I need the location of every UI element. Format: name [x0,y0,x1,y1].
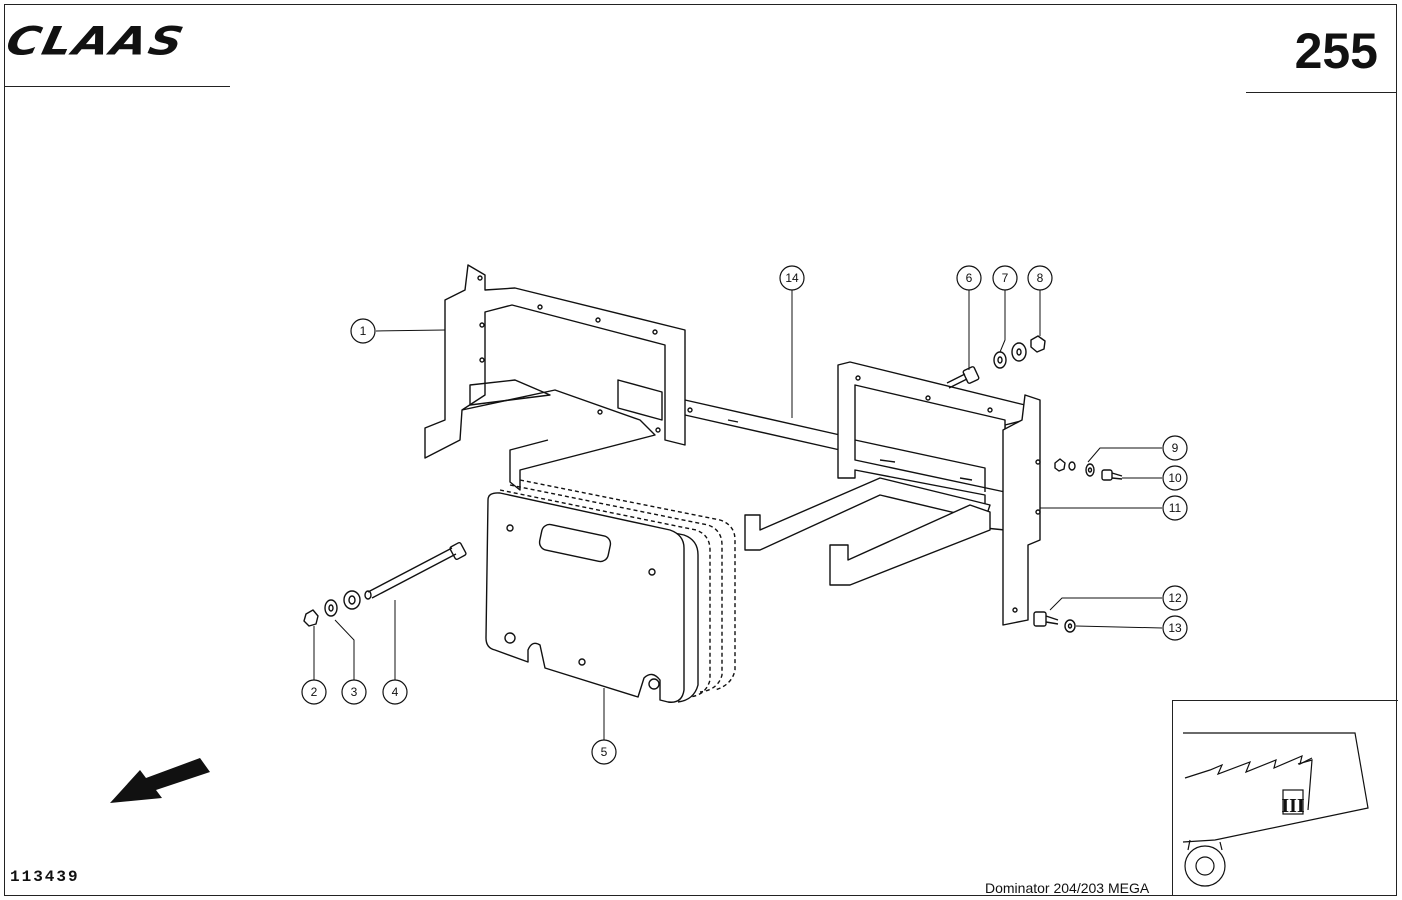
callout-4 [382,679,408,705]
callout-10 [1162,465,1188,491]
callout-3 [341,679,367,705]
callout-1-label: 1 [360,324,367,338]
callout-6-label: 6 [966,271,973,285]
callout-9-label: 9 [1172,441,1179,455]
page-number: 255 [1294,23,1378,79]
callout-9 [1162,435,1188,461]
direction-arrow [110,758,210,803]
callout-11-label: 11 [1169,501,1182,515]
inset-section-label: III [1281,795,1305,817]
page-frame [4,4,1397,896]
model-name: Dominator 204/203 MEGA [985,880,1150,896]
left-bracket [424,264,686,491]
logo-underline [4,86,230,87]
callout-5 [591,739,617,765]
callout-2 [301,679,327,705]
callout-7-label: 7 [1002,271,1009,285]
callout-2-label: 2 [311,685,318,699]
nut-and-washers [303,590,361,627]
callout-7 [992,265,1018,291]
right-bracket [744,361,1026,586]
page-number-underline [1246,92,1397,93]
callout-6 [956,265,982,291]
bolt-washer-mid [1054,458,1123,481]
leader-lines [313,290,1163,740]
callout-5-label: 5 [601,745,608,759]
vertical-mounting-plate [1002,394,1041,626]
callout-10-label: 10 [1168,471,1182,485]
callout-13 [1162,615,1188,641]
callout-14 [779,265,805,291]
bolt-washer-bottom [1033,611,1076,633]
callout-4-label: 4 [392,685,399,699]
connecting-bar [684,399,841,451]
machine-location-inset [1182,732,1369,887]
callout-1 [350,318,376,344]
counterweight-stack [485,479,736,703]
callout-13-label: 13 [1168,621,1182,635]
long-bolt [364,542,467,600]
callout-14-label: 14 [785,271,799,285]
callout-8-label: 8 [1037,271,1044,285]
bolt-washers-nut-top [946,335,1046,389]
callout-8 [1027,265,1053,291]
callout-12-label: 12 [1168,591,1182,605]
callout-11 [1162,495,1188,521]
callout-12 [1162,585,1188,611]
inset-frame [1172,700,1398,896]
callout-3-label: 3 [351,685,358,699]
drawing-number: 113439 [10,868,80,886]
